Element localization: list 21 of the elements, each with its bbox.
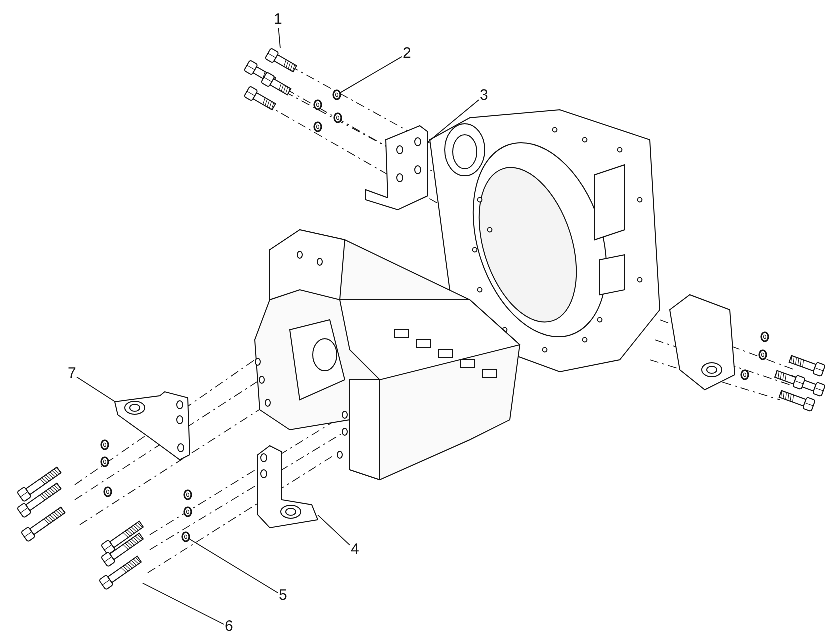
bolt-drawing xyxy=(98,556,142,591)
leader-line xyxy=(142,582,224,625)
callout-number: 2 xyxy=(402,46,412,62)
leader-line xyxy=(340,56,402,94)
leader-line xyxy=(189,538,278,594)
bolt-drawing xyxy=(264,48,298,73)
leader-line xyxy=(318,514,350,546)
callout-number: 4 xyxy=(350,542,360,558)
bracket-drawing xyxy=(258,445,319,529)
callout-number: 3 xyxy=(479,88,490,104)
callout-number: 5 xyxy=(278,588,288,604)
leader-line xyxy=(76,376,116,402)
washer-drawing xyxy=(182,532,190,542)
callout-number: 6 xyxy=(224,619,234,635)
callout-number: 7 xyxy=(67,366,78,382)
washer-drawing xyxy=(332,90,342,100)
bracket-drawing xyxy=(114,391,191,461)
callout-number: 1 xyxy=(273,12,284,28)
leader-line xyxy=(278,28,281,49)
bracket-drawing xyxy=(366,125,428,211)
leader-line xyxy=(428,100,480,143)
